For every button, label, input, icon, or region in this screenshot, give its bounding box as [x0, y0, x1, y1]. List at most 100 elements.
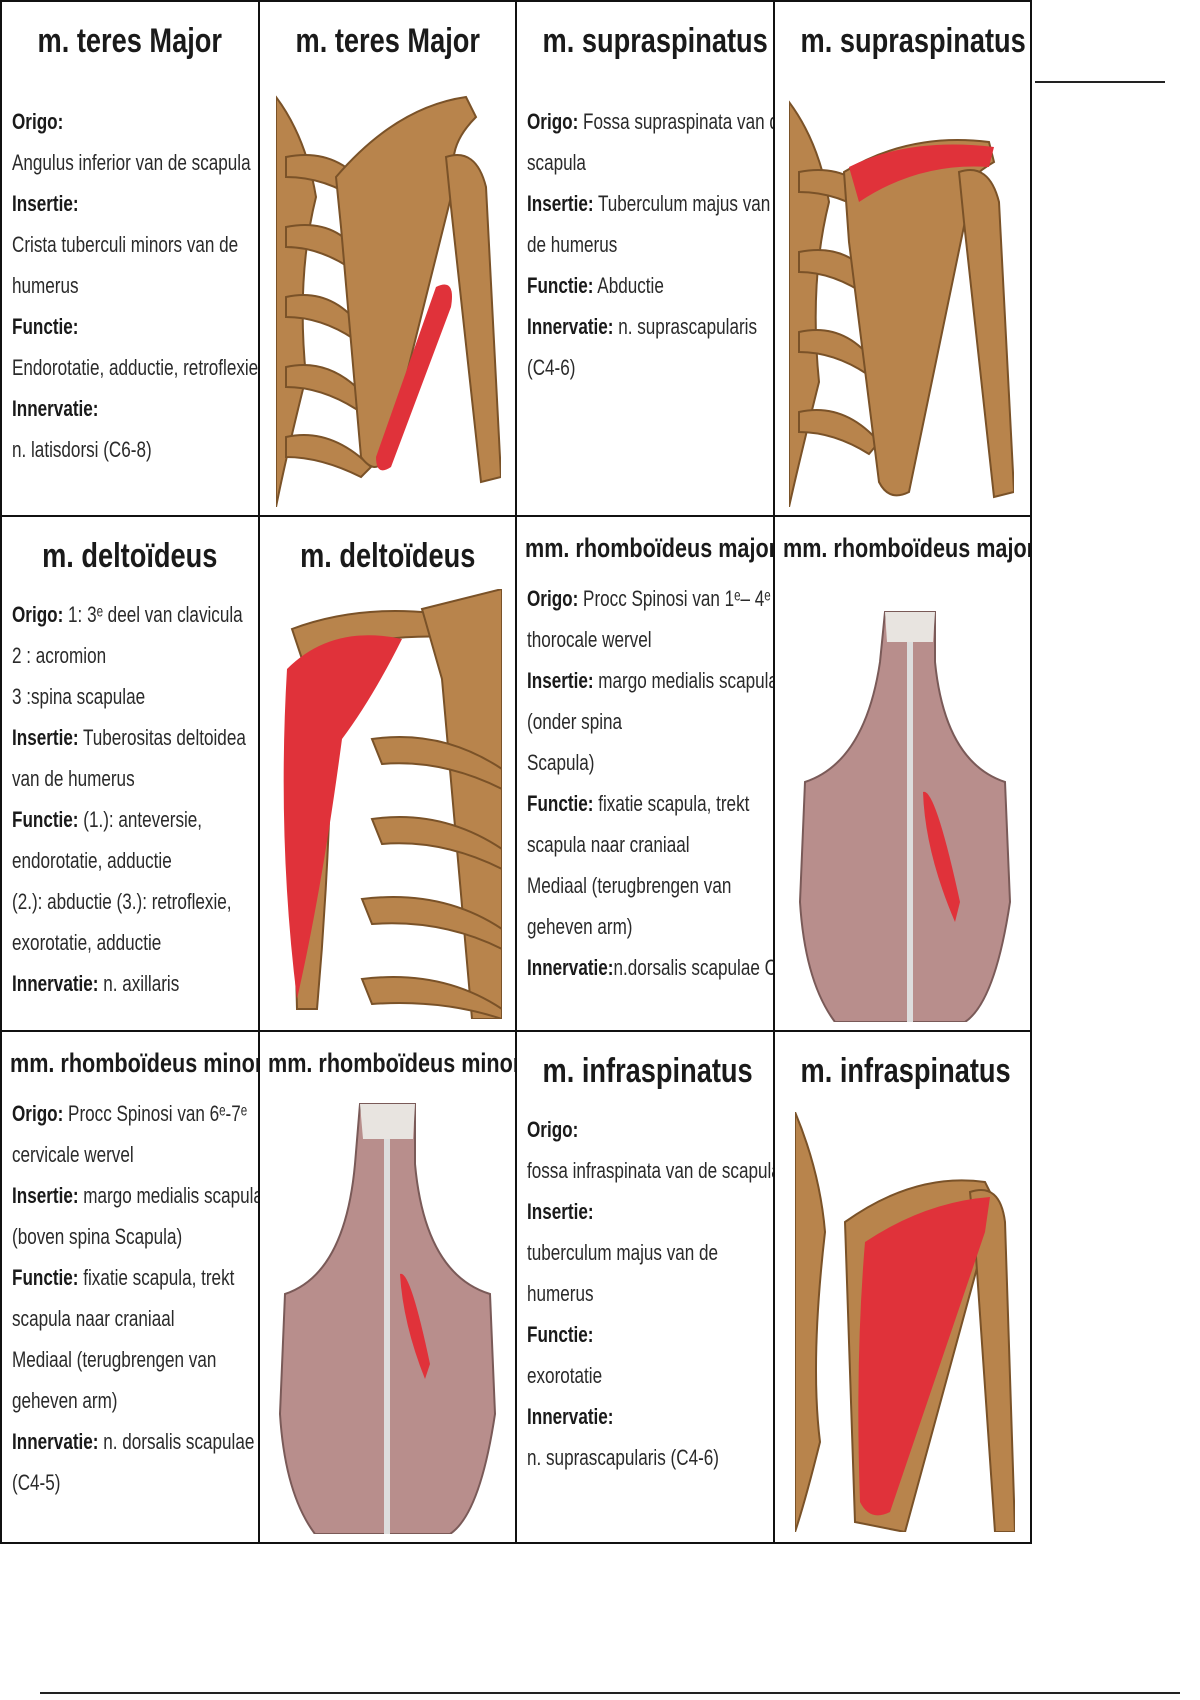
cell-title: m. deltoïdeus: [42, 537, 218, 575]
field-label: Innervatie:: [527, 314, 614, 339]
cell-title: m. teres Major: [295, 22, 480, 60]
field-value: exorotatie: [527, 1363, 603, 1388]
description-line: n. suprascapularis (C4-6): [527, 1437, 772, 1478]
field-value: humerus: [12, 273, 79, 298]
cell-supraspinatus-image: m. supraspinatus: [772, 0, 1032, 517]
field-value: geheven arm): [527, 914, 633, 939]
field-label: Origo:: [12, 602, 64, 627]
cell-title: m. infraspinatus: [542, 1052, 753, 1090]
description-line: scapula naar craniaal: [527, 824, 772, 865]
cell-title: m. deltoïdeus: [299, 537, 475, 575]
description-line: (2.): abductie (3.): retroflexie,: [12, 881, 257, 922]
field-value: Crista tuberculi minors van de: [12, 232, 239, 257]
field-value: (C4-6): [527, 355, 576, 380]
field-value: (1.): anteversie,: [78, 807, 203, 832]
infraspinatus-illustration: [794, 1112, 1015, 1532]
description-line: Innervatie:n.dorsalis scapulae C4-5: [527, 947, 772, 988]
field-value: geheven arm): [12, 1388, 118, 1413]
description-line: Functie: fixatie scapula, trekt: [527, 783, 772, 824]
field-label: Innervatie:: [527, 1404, 614, 1429]
field-label: Functie:: [12, 807, 79, 832]
description-line: Insertie: Tuberositas deltoidea: [12, 717, 257, 758]
field-value: Fossa supraspinata van de: [578, 109, 774, 134]
description-line: de humerus: [527, 224, 772, 265]
cell-title: m. supraspinatus: [800, 22, 1026, 60]
description-line: Innervatie: n. axillaris: [12, 963, 257, 1004]
field-value: Endorotatie, adductie, retroflexie: [12, 355, 259, 380]
field-label: Innervatie:: [12, 971, 99, 996]
rhomboideus-minor-illustration: [278, 1103, 496, 1534]
description-line: (boven spina Scapula): [12, 1216, 257, 1257]
description-line: Insertie: margo medialis scapula: [12, 1175, 257, 1216]
field-value: (2.): abductie (3.): retroflexie,: [12, 889, 232, 914]
description-line: Functie: fixatie scapula, trekt: [12, 1257, 257, 1298]
field-label: Insertie:: [527, 191, 594, 216]
description-line: Scapula): [527, 742, 772, 783]
cell-title: m. teres Major: [37, 22, 222, 60]
description-line: exorotatie, adductie: [12, 922, 257, 963]
field-value: n. suprascapularis: [613, 314, 758, 339]
description-line: Origo:: [527, 1109, 772, 1150]
cell-rhomboideus-minor-image: mm. rhomboïdeus minor: [257, 1030, 517, 1544]
field-value: Procc Spinosi van 6ᵉ-7ᵉ: [63, 1101, 248, 1126]
field-label: Functie:: [12, 1265, 79, 1290]
field-value: scapula: [527, 150, 586, 175]
field-label: Origo:: [12, 1101, 64, 1126]
field-value: de humerus: [527, 232, 618, 257]
cell-title: mm. rhomboïdeus minor: [267, 1048, 516, 1078]
field-value: scapula naar craniaal: [12, 1306, 175, 1331]
description-line: thorocale wervel: [527, 619, 772, 660]
description-line: Insertie: margo medialis scapula: [527, 660, 772, 701]
field-label: Origo:: [527, 109, 579, 134]
description-line: (C4-5): [12, 1462, 257, 1503]
description-line: Origo: 1: 3ᵉ deel van clavicula: [12, 594, 257, 635]
description-line: Functie:: [12, 306, 257, 347]
description-line: endorotatie, adductie: [12, 840, 257, 881]
description-line: Innervatie: n. suprascapularis: [527, 306, 772, 347]
cell-title: mm. rhomboïdeus minor: [10, 1048, 259, 1078]
field-label: Origo:: [12, 109, 64, 134]
description-line: Innervatie:: [527, 1396, 772, 1437]
field-label: Functie:: [527, 1322, 594, 1347]
field-label: Origo:: [527, 1117, 579, 1142]
field-value: 3 :spina scapulae: [12, 684, 146, 709]
field-value: Mediaal (terugbrengen van: [12, 1347, 217, 1372]
field-value: fixatie scapula, trekt: [78, 1265, 235, 1290]
field-value: Abductie: [593, 273, 664, 298]
field-value: endorotatie, adductie: [12, 848, 172, 873]
description-line: 2 : acromion: [12, 635, 257, 676]
description-line: Mediaal (terugbrengen van: [12, 1339, 257, 1380]
description-line: (C4-6): [527, 347, 772, 388]
field-value: n. latisdorsi (C6-8): [12, 437, 152, 462]
description-line: Crista tuberculi minors van de: [12, 224, 257, 265]
cell-title: mm. rhomboïdeus major: [525, 533, 774, 563]
cell-title: m. supraspinatus: [542, 22, 768, 60]
field-value: 2 : acromion: [12, 643, 107, 668]
field-value: Procc Spinosi van 1ᵉ– 4ᵉ: [578, 586, 771, 611]
cell-deltoideus-image: m. deltoïdeus: [257, 515, 517, 1032]
description-line: geheven arm): [527, 906, 772, 947]
field-value: n. dorsalis scapulae: [98, 1429, 255, 1454]
description-line: fossa infraspinata van de scapula: [527, 1150, 772, 1191]
divider-line: [1035, 81, 1165, 83]
field-label: Insertie:: [527, 668, 594, 693]
description-line: Innervatie: n. dorsalis scapulae: [12, 1421, 257, 1462]
field-value: (onder spina: [527, 709, 623, 734]
field-value: scapula naar craniaal: [527, 832, 690, 857]
field-label: Insertie:: [12, 725, 79, 750]
description-line: Mediaal (terugbrengen van: [527, 865, 772, 906]
description-line: Origo: Procc Spinosi van 1ᵉ– 4ᵉ: [527, 578, 772, 619]
field-value: tuberculum majus van de: [527, 1240, 719, 1265]
cell-title: mm. rhomboïdeus major: [782, 533, 1031, 563]
field-value: (C4-5): [12, 1470, 61, 1495]
description-line: scapula: [527, 142, 772, 183]
field-label: Functie:: [527, 791, 594, 816]
